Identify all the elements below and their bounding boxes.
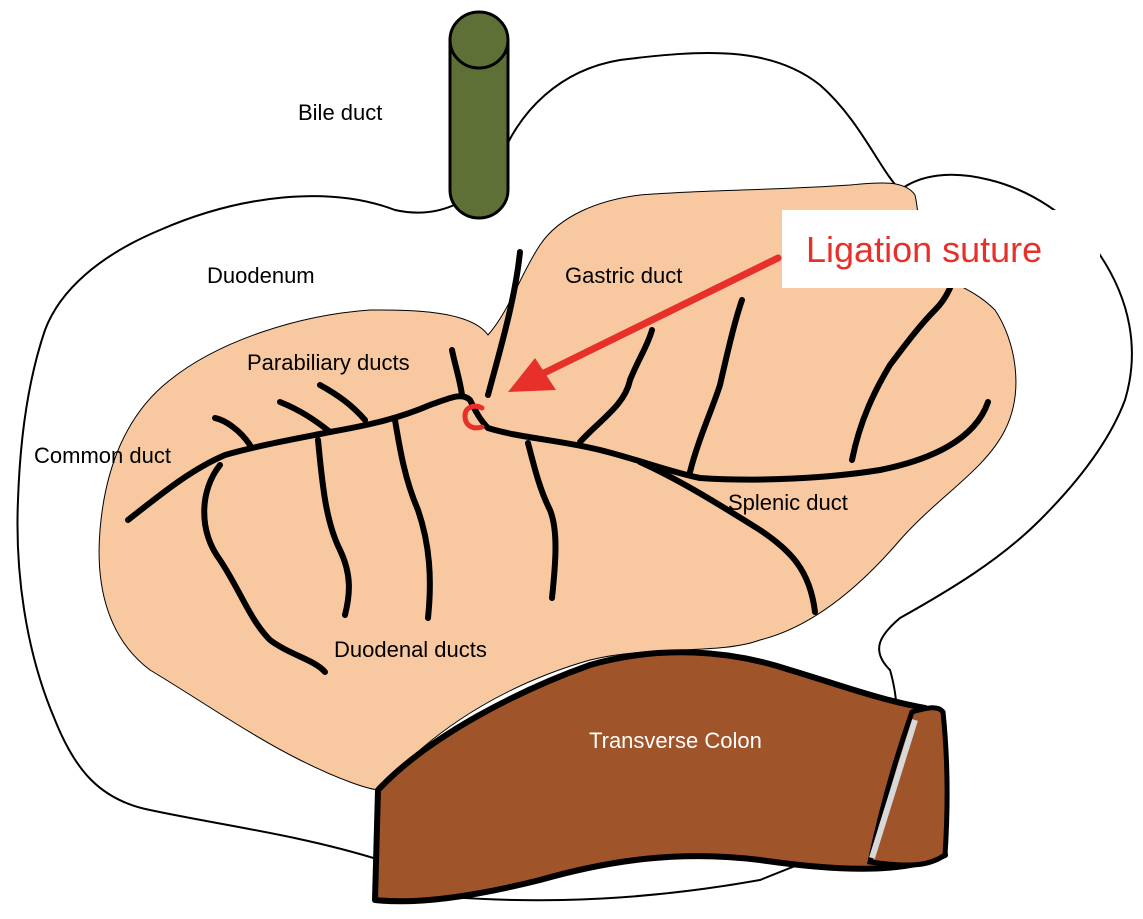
label-transverse-colon: Transverse Colon	[589, 728, 762, 753]
label-duodenal-ducts: Duodenal ducts	[334, 637, 487, 662]
bile-duct-cylinder	[450, 12, 508, 218]
label-splenic-duct: Splenic duct	[728, 490, 848, 515]
label-common-duct: Common duct	[34, 443, 171, 468]
label-gastric-duct: Gastric duct	[565, 263, 682, 288]
label-parabiliary-ducts: Parabiliary ducts	[247, 350, 410, 375]
label-ligation-suture: Ligation suture	[806, 229, 1042, 270]
label-bile-duct: Bile duct	[298, 100, 382, 125]
label-duodenum: Duodenum	[207, 263, 315, 288]
